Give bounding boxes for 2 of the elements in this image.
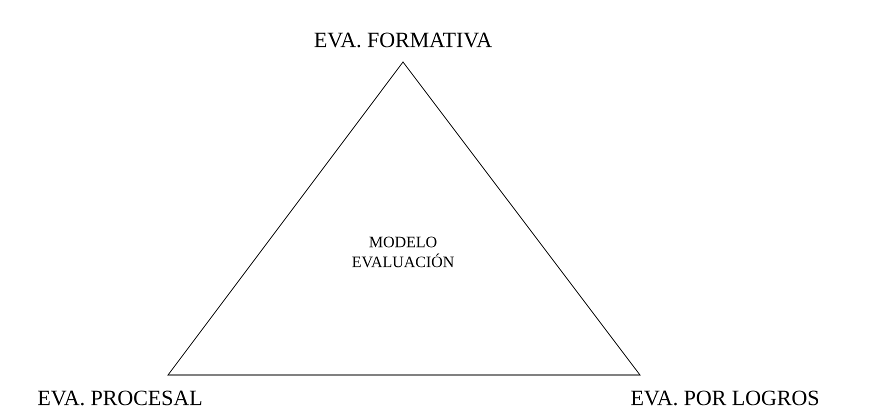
corner-label: EVA. PROCESAL xyxy=(38,390,202,406)
corner-label: EVA. POR LOGROS xyxy=(631,390,818,406)
